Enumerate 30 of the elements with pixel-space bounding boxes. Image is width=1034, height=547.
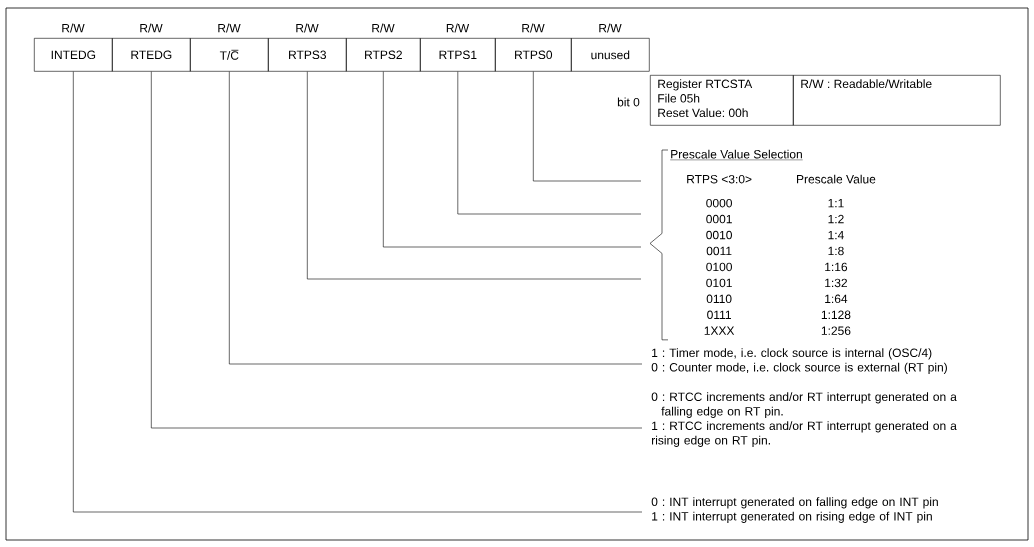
access-label: R/W [62, 23, 85, 33]
bit-description: 1 : Timer mode, i.e. clock source is internal (OSC/4) 0 : Counter mode, i.e. clock source is external (RT pin) [651, 348, 947, 374]
access-label: R/W [140, 23, 163, 33]
register-info-box: R/W : Readable/Writable [793, 75, 1001, 126]
connector-line [73, 71, 643, 513]
access-label: R/W [446, 23, 470, 33]
register-bit-cell: RTPS3 [268, 38, 347, 72]
register-bit-cell: RTEDG [112, 38, 191, 72]
access-label: R/W [599, 23, 622, 33]
connector-line [457, 71, 642, 215]
bit-description: 0 : RTCC increments and/or RT interrupt generated on a falling edge on RT pin. 1 : RTCC increments and/or RT interrupt generated on a rising edge on RT pin. [651, 392, 957, 447]
register-bit-cell: RTPS0 [495, 38, 572, 72]
connector-line [229, 71, 643, 365]
access-label: R/W [372, 23, 395, 33]
register-bit-cell: T/C̅ [190, 38, 269, 72]
connector-line [151, 71, 643, 429]
access-label: R/W [218, 23, 241, 33]
prescale-table: Prescale Value Selection RTPS <3:0> Prescale Value 0000 1:1 0001 1:2 0010 1:4 0011 1:8 0100 1:16 0101 1:32 0110 1:64 0111 1:128 1XXX 1:256 [649, 149, 876, 341]
access-label: R/W [522, 23, 545, 33]
register-bit-cell: INTEDG [34, 38, 113, 72]
register-bit-cell: unused [571, 38, 650, 72]
register-bit-cell: RTPS1 [420, 38, 496, 72]
connector-line [533, 71, 642, 182]
register-bit-cell: RTPS2 [346, 38, 421, 72]
connector-line [383, 71, 642, 248]
register-info-box: Register RTCSTA File 05h Reset Value: 00h [650, 75, 794, 126]
bit-label: bit 0 [617, 97, 640, 107]
bit-description: 0 : INT interrupt generated on falling edge on INT pin 1 : INT interrupt generated on rising edge of INT pin [651, 497, 938, 523]
access-label: R/W [296, 23, 319, 33]
connector-line [307, 71, 642, 280]
